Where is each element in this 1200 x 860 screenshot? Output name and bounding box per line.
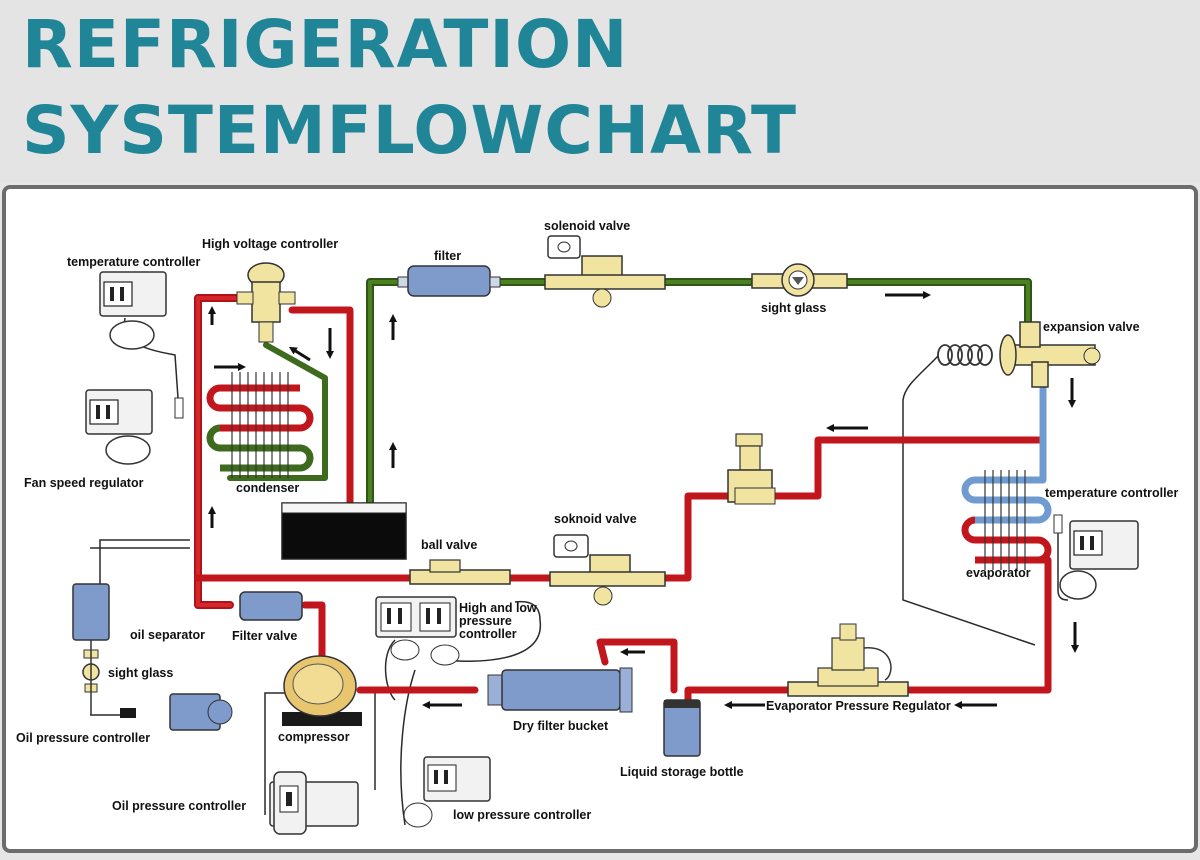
label-ball-valve: ball valve [421, 538, 477, 552]
label-temperature-controller-left: temperature controller [67, 255, 201, 269]
expansion-valve-icon [999, 321, 1101, 388]
sight-glass-left-icon [82, 640, 100, 715]
temperature-controller-left-icon [99, 271, 184, 419]
liquid-storage-bottle-icon [663, 699, 701, 757]
label-low-pressure-controller: low pressure controller [453, 808, 591, 822]
low-pressure-controller-icon [403, 756, 491, 828]
label-condenser: condenser [236, 481, 299, 495]
label-compressor: compressor [278, 730, 350, 744]
evaporator-coils [961, 470, 1052, 570]
upper-return-valve-icon [727, 433, 776, 505]
label-liquid-storage-bottle: Liquid storage bottle [620, 765, 744, 779]
component-labels: temperature controller High voltage cont… [16, 219, 1179, 822]
title-line-1: REFRIGERATION [22, 6, 629, 83]
filter-valve-icon [239, 591, 303, 621]
label-dry-filter-bucket: Dry filter bucket [513, 719, 609, 733]
label-sight-glass-left: sight glass [108, 666, 173, 680]
label-expansion-valve: expansion valve [1043, 320, 1140, 334]
label-evaporator-pressure-regulator: Evaporator Pressure Regulator [766, 699, 951, 713]
condenser-tank [281, 502, 407, 560]
control-wiring [90, 317, 1069, 826]
label-high-low-line-2: pressure [459, 614, 512, 628]
label-fan-speed-regulator: Fan speed regulator [24, 476, 144, 490]
expansion-bulb-coil-icon [937, 344, 993, 366]
dry-filter-bucket-icon [487, 667, 633, 713]
header-banner: REFRIGERATION SYSTEMFLOWCHART [0, 0, 1200, 183]
soknoid-valve-icon [549, 534, 666, 606]
label-filter-valve: Filter valve [232, 629, 297, 643]
evaporator-pressure-regulator-icon [787, 623, 909, 697]
label-high-voltage-controller: High voltage controller [202, 237, 338, 251]
diagram-panel: temperature controller High voltage cont… [0, 183, 1200, 855]
label-oil-pressure-controller-left: Oil pressure controller [16, 731, 150, 745]
oil-pressure-controller-bottom-icon [269, 771, 359, 835]
flow-arrows [208, 291, 1079, 709]
label-soknoid-valve: soknoid valve [554, 512, 637, 526]
label-oil-separator: oil separator [130, 628, 205, 642]
label-high-low-line-1: High and low [459, 601, 537, 615]
flowchart-svg: temperature controller High voltage cont… [2, 185, 1198, 853]
label-temperature-controller-right: temperature controller [1045, 486, 1179, 500]
filter-icon [397, 265, 501, 297]
ball-valve-icon [409, 559, 511, 585]
high-voltage-controller-icon [236, 262, 296, 343]
condenser-coils [206, 372, 314, 478]
high-low-pressure-controller-icon [375, 596, 460, 666]
temperature-controller-right-icon [1053, 514, 1139, 600]
label-high-low-line-3: controller [459, 627, 517, 641]
oil-pressure-controller-left-icon [120, 693, 233, 731]
title-line-2: SYSTEMFLOWCHART [22, 92, 797, 169]
label-filter: filter [434, 249, 461, 263]
solenoid-valve-icon [544, 235, 666, 308]
sight-glass-top-icon [751, 263, 848, 297]
label-sight-glass-top: sight glass [761, 301, 826, 315]
label-evaporator: evaporator [966, 566, 1031, 580]
fan-speed-regulator-icon [85, 389, 153, 465]
label-solenoid-valve: solenoid valve [544, 219, 630, 233]
label-oil-pressure-controller-bottom: Oil pressure controller [112, 799, 246, 813]
oil-separator-icon [72, 583, 110, 641]
compressor-icon [282, 655, 362, 726]
